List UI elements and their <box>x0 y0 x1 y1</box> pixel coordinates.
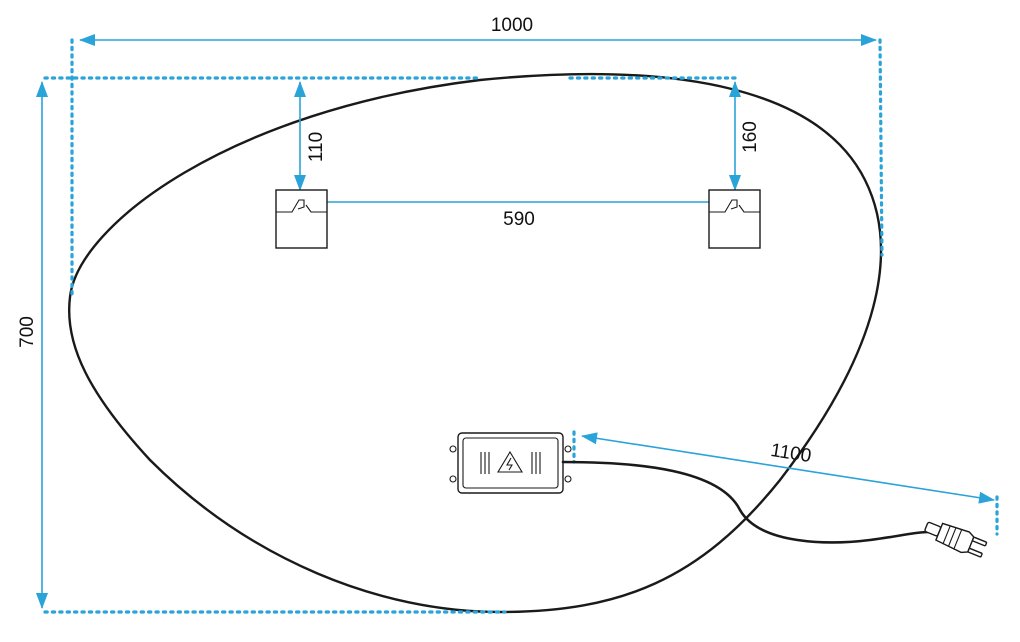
right-mounting-hook <box>708 189 761 249</box>
right-hook-offset-label: 160 <box>740 121 761 153</box>
power-cable <box>561 460 930 544</box>
cable-length-line <box>581 432 995 504</box>
dimension-arrows <box>36 34 995 609</box>
extension-lines <box>43 38 999 614</box>
mirror-outline <box>68 72 883 614</box>
left-hook-offset-label: 110 <box>306 132 327 162</box>
total-height-label: 700 <box>17 316 38 348</box>
total-width-label: 1000 <box>491 15 533 36</box>
power-plug-icon <box>924 521 988 558</box>
left-mounting-hook <box>275 189 328 249</box>
power-supply-box <box>449 432 572 494</box>
lightning-warning-icon <box>497 450 523 473</box>
hook-spacing-label: 590 <box>503 209 535 230</box>
